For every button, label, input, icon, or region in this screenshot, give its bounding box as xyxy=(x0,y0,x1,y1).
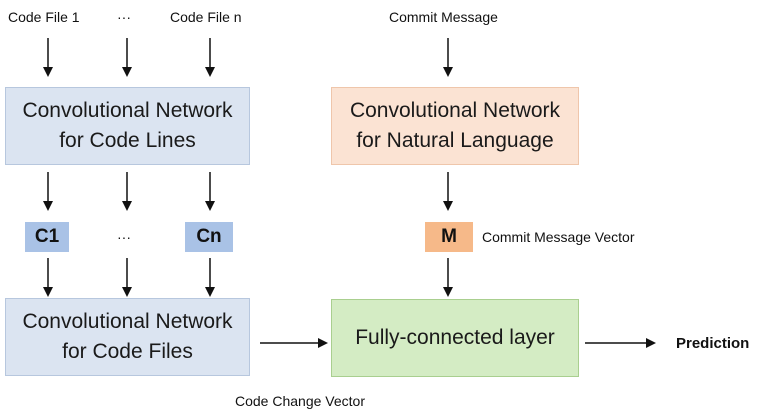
vector-ellipsis: ··· xyxy=(117,229,131,245)
code-file-ellipsis-label: ··· xyxy=(117,9,131,25)
cnn-natural-language-line-2: for Natural Language xyxy=(356,129,554,152)
cn-vector: Cn xyxy=(185,222,233,252)
m-vector: M xyxy=(425,222,473,252)
cnn-natural-language-line-1: Convolutional Network xyxy=(349,99,561,122)
cnn-natural-language-box: Convolutional Network for Natural Langua… xyxy=(331,87,579,165)
cnn-code-files-box: Convolutional Network for Code Files xyxy=(5,298,250,376)
cnn-code-files-line-1: Convolutional Network xyxy=(22,310,233,333)
commit-message-label: Commit Message xyxy=(389,9,498,25)
fully-connected-layer-box: Fully-connected layer xyxy=(331,299,579,377)
code-file-n-label: Code File n xyxy=(170,9,242,25)
code-file-1-label: Code File 1 xyxy=(8,9,80,25)
cnn-code-lines-line-2: for Code Lines xyxy=(59,129,196,152)
c1-vector: C1 xyxy=(25,222,69,252)
code-change-vector-label: Code Change Vector xyxy=(235,393,365,409)
cnn-code-lines-box: Convolutional Network for Code Lines xyxy=(5,87,250,165)
commit-message-vector-label: Commit Message Vector xyxy=(482,229,635,245)
cnn-code-files-line-2: for Code Files xyxy=(62,340,193,363)
prediction-label: Prediction xyxy=(676,335,750,352)
fully-connected-layer-label: Fully-connected layer xyxy=(355,326,555,349)
cnn-code-lines-line-1: Convolutional Network xyxy=(22,99,233,122)
